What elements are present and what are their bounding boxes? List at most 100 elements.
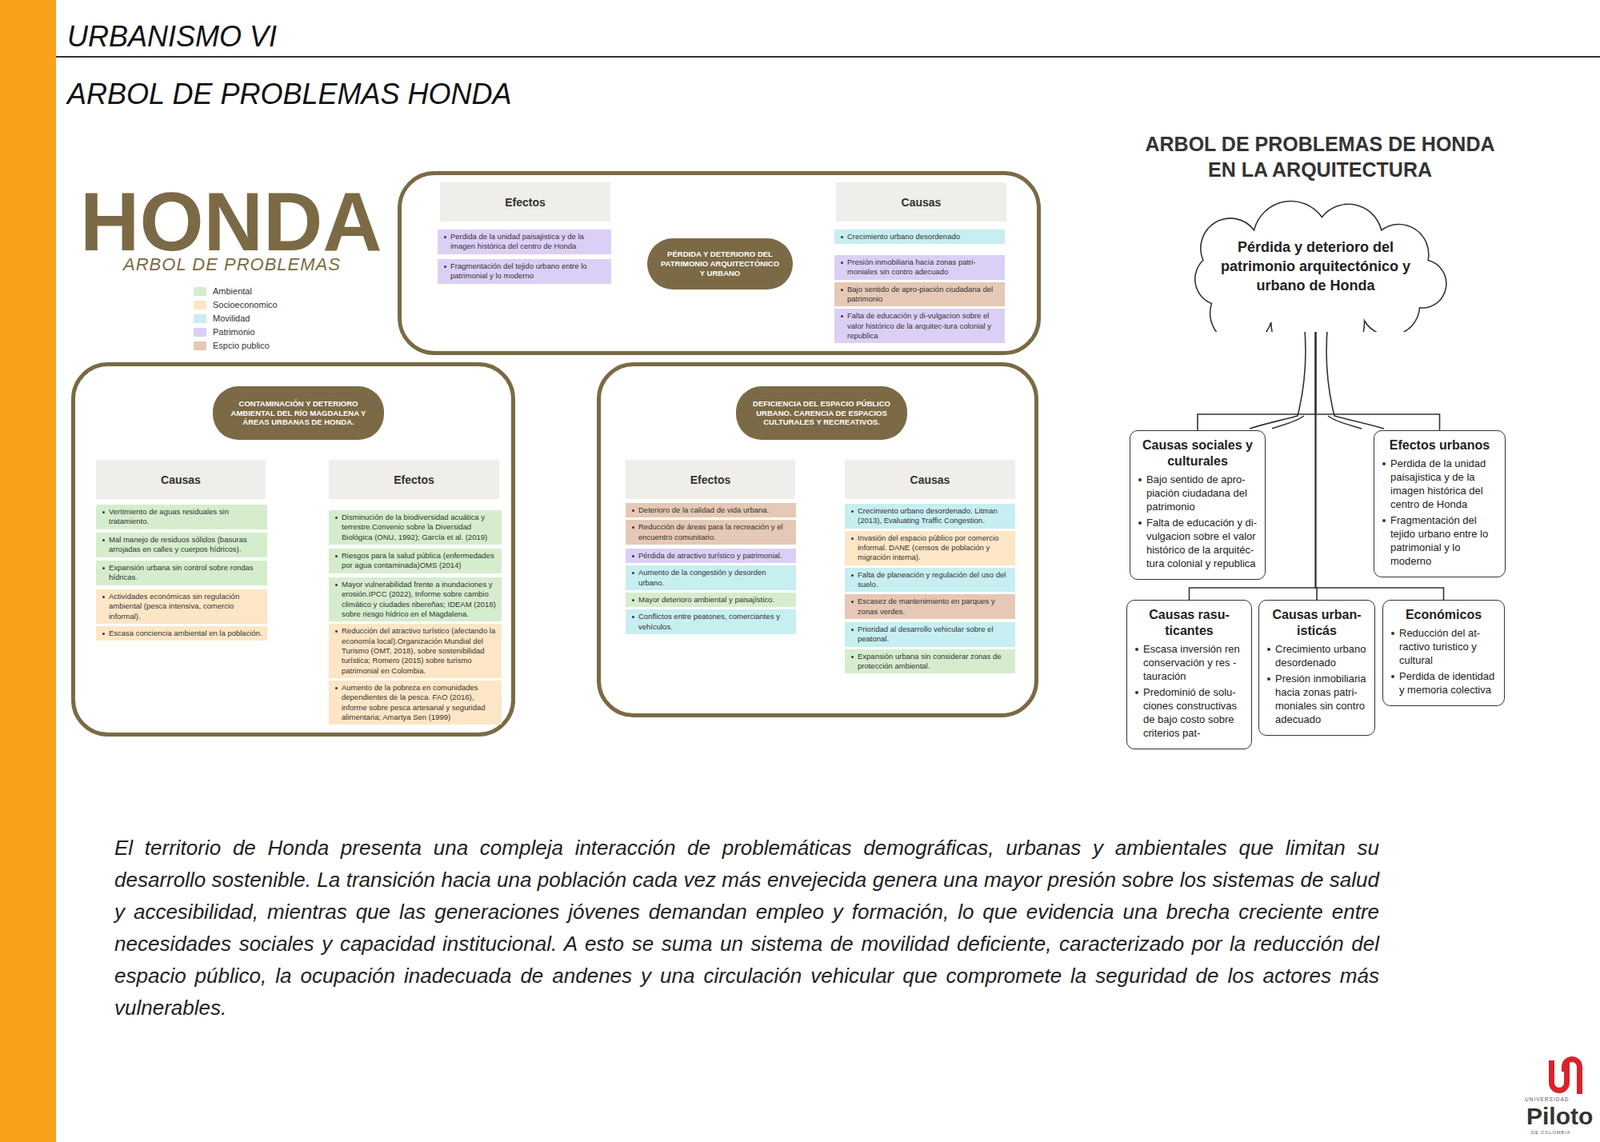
bullet-dot [335,584,338,587]
cause-effect-box: Crecimiento urbano desordenado [834,229,1005,244]
tree-root-box: EconómicosReducción del at- ractivo turi… [1382,600,1505,707]
legend-text: Socioeconomico [212,299,278,311]
side-bar [0,0,56,1142]
box-heading: Causas rasu- ticantes [1133,607,1245,640]
bullet-text: Predominió de solu- ciones constructivas… [1143,685,1245,740]
bullet-text: Bajo sentido de apro- piación ciudadana … [1146,472,1259,514]
bullet-row: Presión inmobiliaria hacia zonas patri- … [1265,672,1368,727]
item-text: Escasez de mantenimiento en parques y zo… [857,596,1011,617]
item-text: Vertimiento de aguas residuales sin trat… [108,507,263,528]
item-text: Bajo sentido de apro-piación ciudadana d… [847,284,1000,305]
university-logo-mark [1548,1056,1583,1095]
item-text: Aumento de la congestión y desorden urba… [638,568,792,588]
pill-text: CONTAMINACIÓN Y DETERIORO AMBIENTAL DEL … [224,399,373,428]
tree-root-box: Causas urban- isticásCrecimiento urbano … [1258,600,1376,736]
cause-effect-box: Reducción de áreas para la recreación y … [625,520,796,545]
bullet-dot [335,630,338,633]
tree-root-line [1316,325,1440,431]
column-header: Efectos [440,182,611,222]
item-text: Prioridad al desarrollo vehicular sobre … [857,624,1011,645]
header-text: Causas [910,473,951,487]
tree-root-box: Causas rasu- ticantesEscasa inversión re… [1126,600,1252,750]
legend-swatch [193,328,207,337]
bullet-dot [102,567,105,570]
item-text: Presión inmobiliaria hacia zonas patri-m… [847,257,1000,278]
cause-effect-box: Falta de educación y di-vulgacion sobre … [834,308,1005,344]
tree-root-line [1197,325,1316,431]
item-text: Crecimiento urbano desordenado [847,232,1000,242]
header-text: Causas [160,473,201,487]
problem-group: DEFICIENCIA DEL ESPACIO PÚBLICO URBANO. … [596,362,1039,718]
bullet-dot [335,516,338,520]
bullet-text: Escasa inversión ren conservación y res … [1143,642,1245,684]
item-text: Aumento de la pobreza en comunidades dep… [341,683,497,723]
bullet-dot [1391,675,1395,679]
bullet-dot [851,574,854,577]
item-text: Mayor deterioro ambiental y paisajístico… [638,595,792,605]
bullet-dot [840,261,844,264]
box-heading: Económicos [1389,607,1498,624]
caption-paragraph: El territorio de Honda presenta una comp… [114,832,1380,1024]
problem-group: CONTAMINACIÓN Y DETERIORO AMBIENTAL DEL … [71,362,516,737]
bullet-row: Perdida de identidad y memoria colectiva [1389,669,1498,697]
cause-effect-box: Vertimiento de aguas residuales sin trat… [96,504,268,530]
legend-swatch [193,314,207,324]
problem-group: EfectosPerdida de la unidad paisajistica… [397,171,1041,356]
bullet-text: Crecimiento urbano desordenado [1275,642,1368,670]
item-text: Falta de educación y di-vulgacion sobre … [847,311,1000,341]
cause-effect-box: Mal manejo de residuos sólidos (basuras … [96,532,268,558]
cause-effect-box: Escasa conciencia ambiental en la poblac… [96,626,268,641]
bullet-row: Bajo sentido de apro- piación ciudadana … [1136,472,1259,514]
cause-effect-box: Expansión urbana sin considerar zonas de… [844,649,1016,675]
cause-effect-box: Disminución de la biodiversidad acuática… [328,510,502,545]
bullet-dot [1382,462,1386,466]
cause-effect-box: Mayor vulnerabilidad frente a inundacion… [328,577,502,622]
cause-effect-box: Aumento de la pobreza en comunidades dep… [328,680,502,725]
legend-swatch [193,341,207,351]
bullet-text: Perdida de identidad y memoria colectiva [1399,669,1498,697]
cause-effect-box: Reducción del atractivo turístico (afect… [328,624,502,679]
header-text: Efectos [504,196,546,209]
bullet-dot [335,687,338,690]
page-title: URBANISMO VI [67,20,277,53]
item-text: Reducción de áreas para la recreación y … [638,522,792,543]
bullet-row: Crecimiento urbano desordenado [1265,642,1368,670]
core-problem-pill: CONTAMINACIÓN Y DETERIORO AMBIENTAL DEL … [212,386,384,440]
cause-effect-box: Presión inmobiliaria hacia zonas patri-m… [834,255,1005,280]
cause-effect-box: Escasez de mantenimiento en parques y zo… [844,594,1016,620]
item-text: Deterioro de la calidad de vida urbana. [638,505,792,516]
cause-effect-box: Aumento de la congestión y desorden urba… [625,565,796,591]
tree-root-box: Causas sociales y culturalesBajo sentido… [1129,430,1266,580]
tree-title: ARBOL DE PROBLEMAS DE HONDA EN LA ARQUIT… [1136,131,1504,183]
bullet-dot [1138,521,1142,525]
bullet-dot [102,632,105,636]
bullet-dot [840,236,844,239]
cause-effect-box: Deterioro de la calidad de vida urbana. [625,503,796,518]
bullet-dot [1267,677,1271,681]
item-text: Crecimiento urbano desordenado. Litman (… [857,506,1011,527]
bullet-dot [840,315,844,318]
item-text: Escasa conciencia ambiental en la poblac… [108,628,263,639]
item-text: Mal manejo de residuos sólidos (basuras … [108,535,263,556]
item-text: Pérdida de atractivo turístico y patrimo… [638,551,792,561]
pill-text: DEFICIENCIA DEL ESPACIO PÚBLICO URBANO. … [747,399,896,428]
logo-subtitle: ARBOL DE PROBLEMAS [81,254,383,276]
bullet-text: Fragmentación del tejido urbano entre lo… [1390,513,1499,568]
core-problem-pill: DEFICIENCIA DEL ESPACIO PÚBLICO URBANO. … [736,386,908,440]
bullet-row: Predominió de solu- ciones constructivas… [1133,685,1245,740]
bullet-dot [851,600,854,604]
header-text: Causas [901,196,942,209]
column-header: Efectos [625,460,796,500]
bullet-dot [632,572,635,575]
pill-text: PÉRDIDA Y DETERIORO DEL PATRIMONIO ARQUI… [658,249,782,279]
item-text: Riesgos para la salud pública (enfermeda… [341,551,497,572]
cause-effect-box: Bajo sentido de apro-piación ciudadana d… [834,282,1005,308]
cloud-text: Pérdida y deterioro del patrimonio arqui… [1201,237,1430,296]
item-text: Expansión urbana sin considerar zonas de… [857,652,1011,672]
legend-swatch [193,300,207,310]
bullet-dot [851,510,854,513]
legend-text: Movilidad [212,312,250,324]
bullet-dot [851,628,854,632]
legend-text: Ambiental [212,285,252,297]
item-text: Mayor vulnerabilidad frente a inundacion… [341,580,497,620]
